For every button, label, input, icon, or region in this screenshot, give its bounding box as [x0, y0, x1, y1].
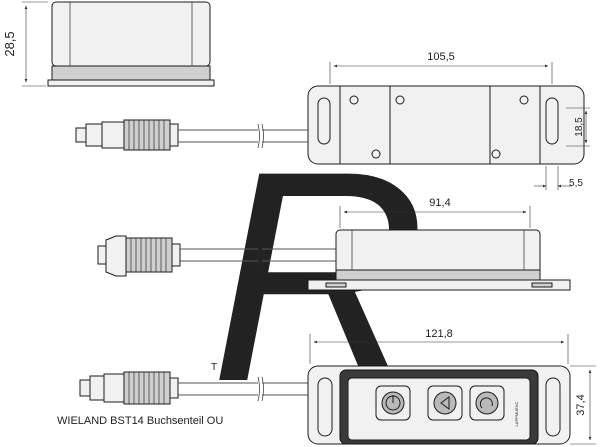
mounting-slot-left — [317, 97, 331, 145]
plug-grip-ribs-side — [125, 237, 173, 273]
side-elevation-view: 28,5 — [2, 1, 215, 87]
marker-label: T — [211, 362, 217, 373]
plug-head-side — [105, 235, 127, 277]
cable-row-2 — [178, 123, 308, 149]
mounting-slot-right — [545, 97, 559, 145]
enclosure-cover — [51, 1, 211, 67]
screw-hole — [519, 95, 529, 105]
cable-row-3 — [180, 242, 336, 268]
rotate-button — [469, 385, 505, 421]
screw-hole — [371, 149, 381, 159]
plug-top-view-1 — [75, 119, 179, 151]
plug-head-front — [103, 373, 125, 403]
mounting-plate-side — [307, 279, 571, 291]
enclosure-top-view: 105,5 18,5 5,5 — [307, 51, 590, 190]
dimension-edge-offset: 5,5 — [569, 178, 583, 189]
plug-caption: WIELAND BST14 Buchsenteil OU — [57, 415, 223, 427]
dimension-width-front: 121,8 — [425, 328, 453, 340]
arrow-left-icon — [440, 396, 450, 410]
plug-grip-ribs — [123, 119, 171, 151]
enclosure-flange — [47, 79, 215, 87]
enclosure-side-view: 91,4 — [307, 197, 571, 291]
rotate-icon — [479, 397, 493, 409]
plug-top-view-2 — [79, 371, 179, 405]
plug-head — [101, 121, 125, 149]
screw-hole — [349, 95, 359, 105]
enclosure-front-view: LAPPMUENC 121,8 37,4 — [307, 328, 596, 445]
dimension-width-side: 91,4 — [429, 197, 450, 209]
dimension-height-side: 28,5 — [2, 31, 17, 56]
brand-label: LAPPMUENC — [514, 401, 519, 426]
dimension-width-top: 105,5 — [427, 51, 455, 63]
dimension-hole-spacing: 18,5 — [574, 117, 585, 137]
enclosure-base — [51, 65, 211, 81]
arrow-button — [427, 385, 463, 421]
plug-grip-ribs-front — [123, 371, 171, 405]
plug-side-view — [97, 235, 181, 277]
screw-hole — [491, 149, 501, 159]
power-button — [375, 385, 411, 421]
screw-hole — [395, 95, 405, 105]
dimension-height-front: 37,4 — [575, 394, 587, 415]
